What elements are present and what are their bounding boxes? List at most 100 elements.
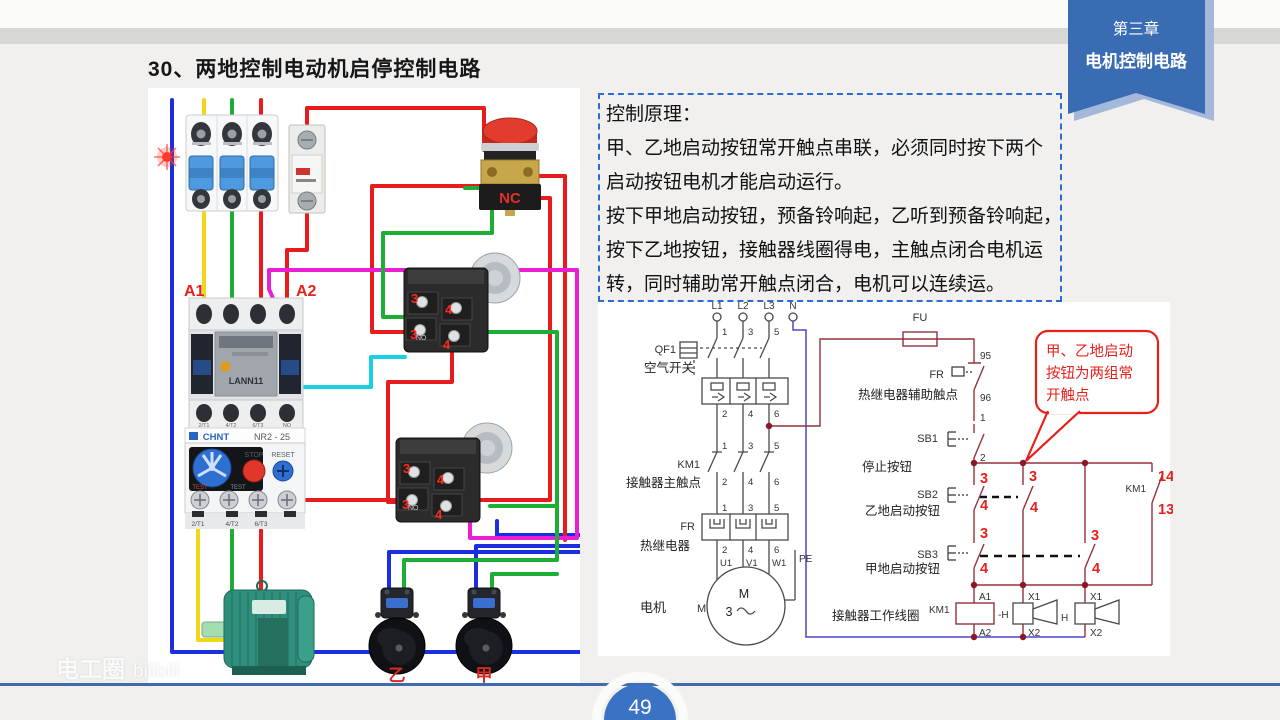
pin: 4 — [748, 409, 753, 420]
coil-name: 接触器工作线圈 — [832, 608, 920, 623]
contactor-no: NO — [283, 423, 292, 429]
relay-test2: TEST — [230, 485, 246, 491]
relay-t3: 6/T3 — [254, 521, 267, 528]
pin: 3 — [748, 441, 753, 452]
breaker-pole-3 — [249, 122, 275, 209]
terminal-l3: L3 — [763, 301, 775, 312]
btn2-n2: 4 — [437, 472, 445, 487]
watermark-text: 电工圈 — [56, 656, 125, 682]
btn2-no-label: NO — [408, 505, 419, 512]
bell-right-label: 甲 — [476, 666, 493, 683]
top-gray-band — [0, 28, 1280, 44]
coil-km1: KM1 — [929, 605, 950, 616]
ribbon-chapter: 第三章 — [1113, 20, 1160, 38]
red-pin: 3 — [980, 526, 988, 542]
principle-line: 甲、乙地启动按钮常开触点串联，必须同时按下两个 — [606, 138, 1044, 159]
principle-box: 控制原理： 甲、乙地启动按钮常开触点串联，必须同时按下两个 启动按钮电机才能启动… — [598, 93, 1062, 302]
btn1-n2: 4 — [445, 302, 453, 317]
pin: 6 — [774, 409, 779, 420]
pin-13: 13 — [1158, 502, 1173, 518]
pin-96: 96 — [980, 393, 992, 404]
coil-a2: A2 — [979, 628, 992, 639]
pin: 6 — [774, 545, 779, 556]
bell1-h: H — [1061, 613, 1068, 624]
cyan-wire — [299, 355, 407, 389]
red-pin: 3 — [1029, 469, 1037, 485]
control-circuit — [769, 331, 1164, 637]
btn2-n4: 4 — [435, 507, 443, 522]
btn2-n3: 3 — [402, 497, 409, 512]
bell1-x1: X1 — [1028, 592, 1041, 603]
red-pin: 4 — [1092, 561, 1100, 577]
schematic-diagram: L1 L2 L3 N 1 3 5 QF1 空气开关 2 4 6 1 3 5 KM… — [598, 301, 1173, 656]
thermal-relay: CHNT NR2 - 25 STOP RESET TEST TEST 2/ — [184, 427, 306, 529]
schematic-labels: L1 L2 L3 N 1 3 5 QF1 空气开关 2 4 6 1 3 5 KM… — [626, 301, 1173, 639]
ribbon-body — [1068, 0, 1205, 114]
pin-95: 95 — [980, 351, 992, 362]
fr-aux-label: FR — [929, 369, 944, 381]
btn1-n4: 4 — [443, 337, 451, 352]
red-control-wire-3 — [285, 206, 309, 302]
pin: 5 — [774, 441, 779, 452]
blue-bell-wires — [387, 544, 580, 590]
wiring-photo-panel: NC 3 4 3 4 NO — [148, 88, 580, 683]
pin: 4 — [748, 477, 753, 488]
contactor-model: LANN11 — [229, 376, 264, 386]
relay-model: NR2 - 25 — [254, 432, 290, 442]
terminal-l1: L1 — [711, 301, 723, 312]
sb1-label: SB1 — [917, 433, 938, 445]
top-white-strip — [0, 0, 1280, 28]
contactor-t2: 4/T2 — [225, 423, 236, 429]
relay-stop-button — [242, 459, 266, 483]
highlight-glow-marker — [154, 144, 180, 170]
bell2-x1: X1 — [1090, 592, 1103, 603]
pin: 1 — [980, 413, 986, 424]
motor-name: 电机 — [640, 600, 666, 615]
fu-label: FU — [913, 312, 928, 324]
pin: 1 — [722, 503, 727, 514]
sb3-label: SB3 — [917, 549, 938, 561]
relay-t1: 2/T1 — [191, 521, 204, 528]
relay-brand: CHNT — [203, 432, 230, 443]
junction-dots — [765, 422, 1089, 641]
bell2-x2: X2 — [1090, 628, 1103, 639]
callout-line1: 甲、乙地启动 — [1046, 343, 1133, 360]
red-control-wire-5 — [386, 345, 454, 504]
green-wire-3 — [402, 330, 559, 590]
contactor-t1: 2/T1 — [198, 423, 209, 429]
push-button-unit-2: 3 4 3 4 NO — [395, 422, 513, 523]
a2-label: A2 — [296, 283, 317, 300]
red-control-wire-4 — [370, 184, 485, 334]
watermark-logo: bilibili — [133, 661, 180, 682]
principle-line: 转，同时辅助常开触点闭合，电机可以连续运。 — [606, 274, 1006, 295]
principle-line: 按下乙地按钮，接触器线圈得电，主触点闭合电机运 — [606, 240, 1044, 261]
pin: 2 — [980, 453, 986, 464]
callout-bubble — [1034, 329, 1160, 415]
bell-left: 乙 — [368, 587, 426, 683]
pin: 5 — [774, 327, 779, 338]
page-number: 49 — [628, 696, 652, 719]
principle-line: 启动按钮电机才能启动运行。 — [606, 172, 854, 193]
callout-line2: 按钮为两组常 — [1046, 365, 1133, 382]
pin: 2 — [722, 409, 727, 420]
motor-u1: U1 — [720, 558, 732, 569]
contactor: A1 A2 LANN11 2/T1 4/T2 6/T3 NO — [184, 283, 317, 429]
push-button-unit-1: 3 4 3 4 NO — [403, 252, 521, 353]
relay-reset-label: RESET — [271, 452, 295, 459]
fr-main-label: FR — [680, 521, 695, 533]
btn1-n1: 3 — [411, 291, 418, 306]
fr-main-name: 热继电器 — [640, 539, 691, 553]
pin: 2 — [722, 545, 727, 556]
pin: 1 — [722, 327, 727, 338]
motor-v1: V1 — [746, 558, 758, 569]
breaker-pole-2 — [219, 122, 245, 209]
bell1-x2: X2 — [1028, 628, 1041, 639]
contactor-t3: 6/T3 — [252, 423, 263, 429]
relay-t2: 4/T2 — [225, 521, 238, 528]
main-circuit — [679, 312, 798, 646]
operator-symbols — [947, 366, 972, 561]
sb2-label: SB2 — [917, 489, 938, 501]
red-pin: 3 — [1091, 528, 1099, 544]
km1-aux-label: KM1 — [1125, 484, 1146, 495]
